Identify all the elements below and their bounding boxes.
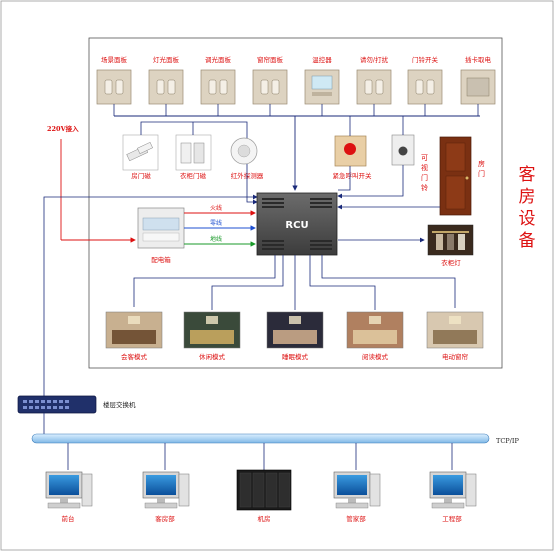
- rcu-label: RCU: [285, 220, 308, 231]
- emergency-switch-label: 紧急呼叫开关: [333, 171, 373, 180]
- mode-3: 阅读模式: [346, 311, 404, 361]
- svg-text:客房设备: 客房设备: [519, 165, 536, 251]
- wardrobe-light-label: 衣柜灯: [441, 258, 461, 267]
- tcp-ip-bus: TCP/IP: [31, 433, 519, 445]
- terminal-label: 客房部: [155, 514, 175, 523]
- wardrobe-light: 衣柜灯: [427, 224, 474, 267]
- side-title: 客房设备: [519, 165, 536, 251]
- panel-0: 插卡取电: [460, 55, 496, 116]
- mode-1: 休闲模式: [183, 311, 241, 361]
- sensor-wardrobe: 衣柜门磁: [175, 134, 212, 180]
- mode-2: 睡眠模式: [266, 311, 324, 361]
- mode-label: 阅读模式: [362, 352, 389, 361]
- sensor-wardrobe-label: 衣柜门磁: [180, 171, 207, 180]
- panel-label: 灯光面板: [153, 55, 180, 64]
- wire-neutral-label: 零线: [210, 219, 222, 227]
- mode-0: 会客模式: [105, 311, 163, 361]
- terminal-label: 管家部: [346, 514, 366, 523]
- panel-4: 窗帘面板: [252, 55, 288, 116]
- wire-ground-label: 地线: [210, 235, 222, 243]
- distribution-box: 配电箱: [137, 207, 185, 264]
- panel-label: 门铃开关: [412, 55, 439, 64]
- terminal-label: 机房: [258, 514, 271, 523]
- panel-6: 灯光面板: [148, 55, 184, 116]
- panel-label: 插卡取电: [465, 55, 492, 64]
- sensor-link: [140, 121, 248, 138]
- panel-label: 调光面板: [205, 55, 232, 64]
- panel-5: 调光面板: [200, 55, 236, 116]
- mode-links: [133, 255, 456, 310]
- terminal-3: 管家部: [333, 443, 381, 523]
- room-boundary: [88, 37, 503, 369]
- terminal-2: 机房: [236, 443, 292, 523]
- panel-1: 门铃开关: [407, 55, 443, 116]
- panel-3: 温控器: [304, 55, 340, 116]
- panel-7: 场景面板: [96, 55, 132, 116]
- sensor-door: 房门磁: [122, 134, 159, 180]
- distribution-box-label: 配电箱: [151, 255, 171, 264]
- wire-live-label: 火线: [210, 204, 222, 212]
- mode-label: 休闲模式: [199, 352, 226, 361]
- mode-label: 会客模式: [121, 352, 148, 361]
- panel-row: 插卡取电 门铃开关 请勿/打扰 温控器 窗帘面板 调光面板 灯光面板 场景面板: [96, 55, 496, 116]
- panel-2: 请勿/打扰: [356, 55, 392, 116]
- panel-label: 温控器: [312, 55, 332, 64]
- sensor-door-label: 房门磁: [131, 171, 151, 180]
- terminal-label: 前台: [62, 514, 75, 523]
- terminal-4: 工程部: [429, 443, 477, 523]
- door: 房门: [439, 136, 485, 216]
- network-link: [43, 194, 258, 398]
- terminal-label: 工程部: [442, 514, 462, 523]
- card-reader-label: 可视门铃: [421, 154, 428, 192]
- power-input-label: 220V接入: [47, 124, 79, 133]
- floor-switch: 楼层交换机: [17, 395, 136, 414]
- floor-switch-label: 楼层交换机: [103, 400, 136, 409]
- mode-label: 电动窗帘: [442, 352, 469, 361]
- terminal-0: 前台: [45, 443, 93, 523]
- panel-label: 请勿/打扰: [360, 55, 389, 64]
- mode-4: 电动窗帘: [426, 311, 484, 361]
- mode-row: 会客模式 休闲模式 睡眠模式 阅读模式 电动窗帘: [105, 311, 484, 361]
- rcu-unit: RCU: [256, 192, 338, 256]
- panel-label: 窗帘面板: [257, 55, 284, 64]
- door-label: 房门: [478, 159, 485, 178]
- terminal-1: 客房部: [142, 443, 190, 523]
- tcp-ip-label: TCP/IP: [496, 437, 519, 445]
- card-reader: 可视门铃: [391, 134, 428, 192]
- terminal-row: 前台 客房部 机房 管家部 工程部: [45, 443, 477, 523]
- panel-label: 场景面板: [101, 55, 128, 64]
- mode-label: 睡眠模式: [282, 352, 309, 361]
- emergency-switch: 紧急呼叫开关: [333, 135, 373, 180]
- power-input: 220V接入: [47, 124, 136, 243]
